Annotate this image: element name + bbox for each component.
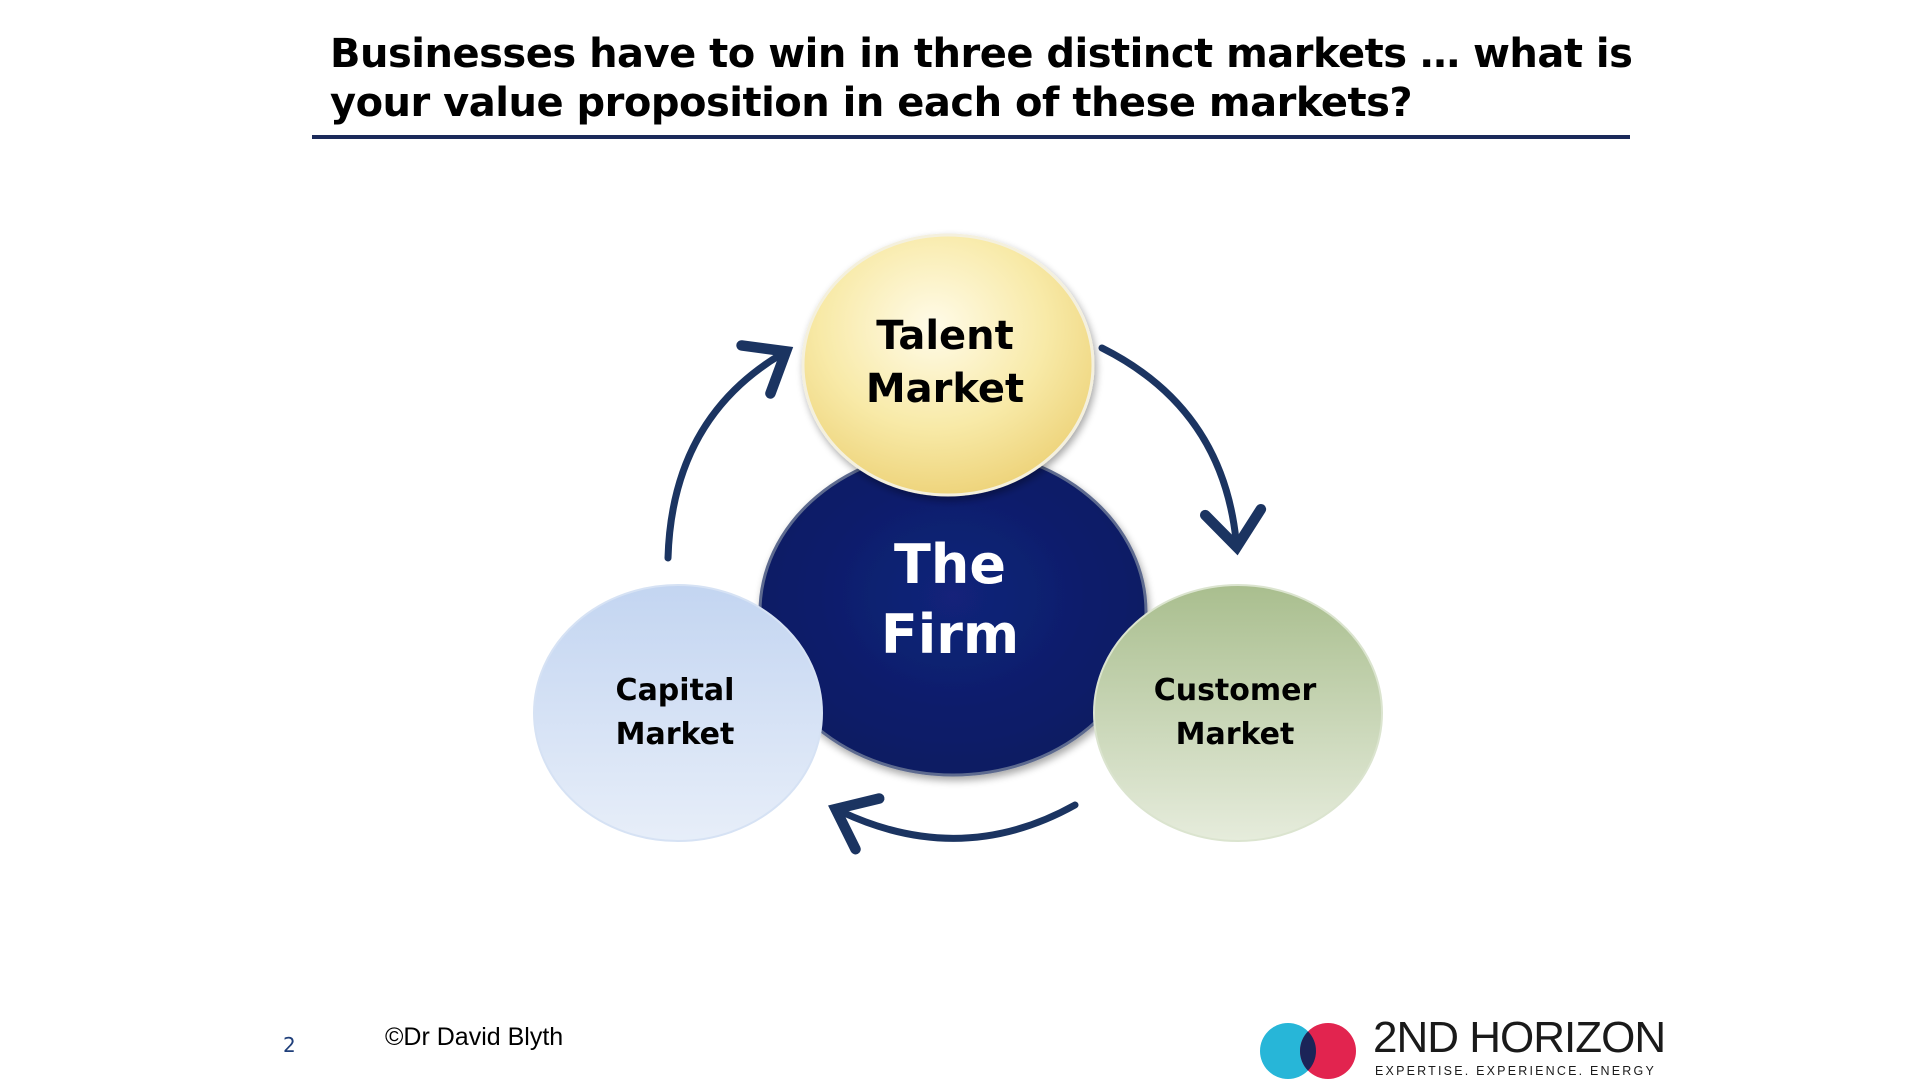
copyright-text: ©Dr David Blyth bbox=[385, 1023, 564, 1051]
capital-market-label: Capital Market bbox=[545, 669, 805, 757]
company-logo-mark bbox=[1260, 1023, 1356, 1079]
talent-market-label-line-1: Talent bbox=[876, 313, 1014, 359]
firm-label: The Firm bbox=[770, 530, 1130, 670]
title-underline bbox=[312, 135, 1630, 139]
capital-market-label-line-2: Market bbox=[615, 717, 735, 752]
customer-market-label-line-1: Customer bbox=[1153, 673, 1317, 708]
customer-market-label: Customer Market bbox=[1095, 669, 1375, 757]
slide-title: Businesses have to win in three distinct… bbox=[330, 30, 1633, 128]
arrow-customer-to-capital bbox=[828, 793, 1079, 855]
customer-market-label-line-2: Market bbox=[1175, 717, 1295, 752]
talent-market-label: Talent Market bbox=[800, 310, 1090, 416]
slide-title-line-2: your value proposition in each of these … bbox=[330, 80, 1413, 126]
company-logo-tagline: EXPERTISE. EXPERIENCE. ENERGY bbox=[1375, 1064, 1656, 1078]
talent-market-label-line-2: Market bbox=[865, 366, 1025, 412]
company-logo-name: 2ND HORIZON bbox=[1373, 1013, 1666, 1062]
slide-title-line-1: Businesses have to win in three distinct… bbox=[330, 31, 1633, 77]
capital-market-circle bbox=[533, 584, 823, 842]
arrow-talent-to-customer bbox=[1098, 344, 1267, 556]
firm-label-line-2: Firm bbox=[880, 603, 1020, 666]
arrow-capital-to-talent bbox=[664, 340, 794, 562]
talent-market-circle bbox=[801, 233, 1095, 497]
capital-market-label-line-1: Capital bbox=[615, 673, 735, 708]
customer-market-circle bbox=[1093, 584, 1383, 842]
firm-label-line-1: The bbox=[894, 533, 1006, 596]
page-number: 2 bbox=[283, 1033, 296, 1057]
